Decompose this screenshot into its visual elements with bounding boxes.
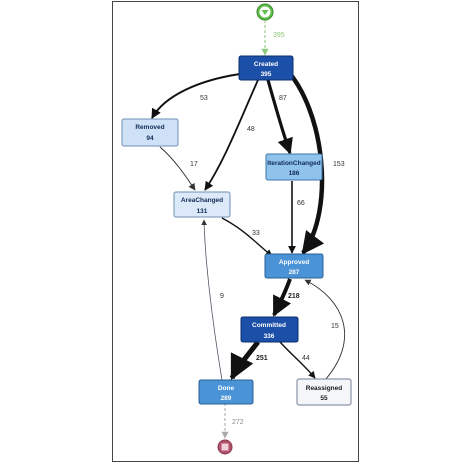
node-approved-count: 287 <box>289 269 300 276</box>
node-area-changed-label: AreaChanged <box>181 197 223 204</box>
node-done-count: 289 <box>221 395 232 402</box>
edge-done-to-area <box>201 219 223 381</box>
node-reassigned-count: 55 <box>320 395 328 402</box>
node-committed-count: 336 <box>264 333 275 340</box>
node-iteration-changed[interactable]: IterationChanged 186 <box>265 153 323 181</box>
node-created-label: Created <box>254 61 278 68</box>
node-reassigned[interactable]: Reassigned 55 <box>296 378 352 406</box>
edge-label-created-to-area: 48 <box>247 126 255 133</box>
node-reassigned-label: Reassigned <box>306 385 343 392</box>
node-done-label: Done <box>218 385 235 392</box>
node-approved[interactable]: Approved 287 <box>264 253 324 279</box>
node-iteration-changed-label: IterationChanged <box>267 160 320 167</box>
stop-icon <box>221 443 229 451</box>
start-node[interactable] <box>256 3 274 21</box>
edge-label-created-to-removed: 53 <box>200 95 208 102</box>
edge-label-iteration-to-approved: 66 <box>297 200 305 207</box>
edge-reassigned-to-approved <box>304 279 345 381</box>
edge-label-start-to-created: 395 <box>273 32 285 39</box>
edge-removed-to-area <box>159 146 196 191</box>
end-node[interactable] <box>217 439 233 455</box>
node-created-count: 395 <box>261 71 272 78</box>
edge-label-created-to-approved: 153 <box>333 161 345 168</box>
edge-label-approved-to-committed: 218 <box>288 293 300 300</box>
edge-label-removed-to-area: 17 <box>190 161 198 168</box>
edge-label-committed-to-done: 251 <box>256 355 268 362</box>
edge-label-done-to-end: 272 <box>232 419 244 426</box>
node-removed-label: Removed <box>135 124 164 131</box>
chevron-down-icon <box>261 10 269 15</box>
edge-created-to-area <box>204 79 259 191</box>
edge-label-committed-to-reassigned: 44 <box>302 355 310 362</box>
edge-created-to-iteration <box>266 79 293 155</box>
edge-committed-to-reassigned <box>279 341 316 379</box>
node-done[interactable]: Done 289 <box>198 379 254 405</box>
edge-label-reassigned-to-approved: 15 <box>331 323 339 330</box>
node-area-changed-count: 131 <box>197 208 208 215</box>
node-removed-count: 94 <box>146 135 154 142</box>
node-committed[interactable]: Committed 336 <box>240 316 299 343</box>
node-removed[interactable]: Removed 94 <box>121 118 179 147</box>
node-created[interactable]: Created 395 <box>238 55 294 81</box>
edge-label-created-to-iteration: 87 <box>279 95 287 102</box>
node-iteration-changed-count: 186 <box>289 170 300 177</box>
edge-committed-to-done <box>229 340 260 381</box>
node-area-changed[interactable]: AreaChanged 131 <box>173 191 231 218</box>
edge-area-to-approved <box>221 217 273 257</box>
edge-label-done-to-area: 9 <box>220 293 224 300</box>
edge-created-to-removed <box>151 73 241 119</box>
edge-approved-to-committed <box>272 278 292 317</box>
edge-label-area-to-approved: 33 <box>252 230 260 237</box>
node-approved-label: Approved <box>279 259 309 266</box>
node-committed-label: Committed <box>252 322 286 329</box>
